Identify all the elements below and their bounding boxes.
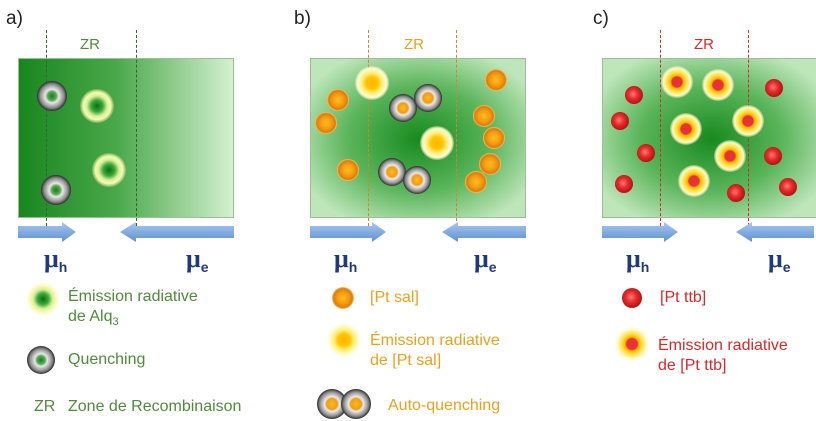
panel-b-molecules — [315, 66, 507, 194]
panel-c-molecules — [611, 66, 797, 202]
legend-quenching-text: Quenching — [68, 351, 146, 368]
pt-sal-molecule — [485, 69, 507, 91]
pt-ttb-molecule — [611, 112, 629, 130]
pt-sal-molecule — [473, 105, 495, 127]
pt-sal-molecule — [483, 127, 505, 149]
pt-ttb-emitting-molecule — [661, 66, 693, 98]
legend-alq3-emission-icon — [27, 283, 59, 315]
legend-pt-ttb-emission-text: Émission radiative de [Pt ttb] — [658, 337, 788, 374]
legend-zr-definition: Zone de Recombinaison — [68, 398, 242, 415]
panel-a-mu-e: μe — [186, 244, 209, 275]
pt-sal-emitting-molecule — [420, 126, 454, 160]
pt-ttb-molecule — [615, 175, 633, 193]
panel-a-zr-label: ZR — [80, 36, 100, 53]
legend-auto-quenching-text: Auto-quenching — [388, 397, 501, 414]
alq3-emitting-molecule — [80, 89, 114, 123]
pt-ttb-emitting-molecule — [670, 113, 702, 145]
legend-alq3-emission-text: Émission radiative de Alq3 — [68, 288, 198, 329]
pt-sal-molecule — [465, 171, 487, 193]
pt-sal-molecule — [337, 159, 359, 181]
pt-sal-emitting-molecule — [355, 66, 389, 100]
quenching-molecule — [41, 175, 71, 205]
legend-pt-sal-emission-icon — [327, 323, 361, 357]
legend-quenching-icon — [27, 346, 55, 374]
pt-ttb-molecule — [764, 147, 782, 165]
legend-pt-ttb-text: [Pt ttb] — [660, 289, 707, 306]
pt-ttb-molecule — [637, 144, 655, 162]
panel-b-label: b) — [294, 8, 311, 29]
pt-sal-auto-quenching-molecule — [378, 158, 406, 186]
panel-a-electron-arrow — [120, 222, 234, 242]
legend-pt-ttb-icon — [622, 288, 642, 308]
legend-pt-ttb-emission-icon — [615, 327, 649, 361]
panel-b-zr-label: ZR — [404, 36, 424, 53]
panel-a-zr-boundary-left — [46, 30, 47, 226]
pt-ttb-emitting-molecule — [732, 105, 764, 137]
panel-c-mu-h: μh — [626, 244, 650, 275]
panel-c-mu-e: μe — [768, 244, 791, 275]
panel-b-zr-boundary-left — [368, 30, 369, 226]
legend-auto-quenching-icon — [317, 389, 371, 419]
panel-c-zr-boundary-left — [660, 30, 661, 226]
panel-a-label: a) — [6, 8, 23, 29]
panel-a-hole-arrow — [18, 222, 76, 242]
pt-sal-auto-quenching-molecule — [414, 84, 442, 112]
quenching-molecule — [37, 81, 67, 111]
panel-b-mu-e: μe — [474, 244, 497, 275]
pt-ttb-emitting-molecule — [702, 69, 734, 101]
panel-a-mu-h: μh — [44, 244, 68, 275]
panel-b-zr-boundary-right — [456, 30, 457, 226]
pt-sal-molecule — [479, 153, 501, 175]
legend-pt-sal-icon — [332, 287, 354, 309]
pt-sal-auto-quenching-molecule — [403, 166, 431, 194]
panel-a-molecules — [37, 81, 126, 205]
panel-a-zr-boundary-right — [136, 30, 137, 226]
pt-ttb-molecule — [779, 178, 797, 196]
panel-c-electron-arrow — [736, 222, 814, 242]
panel-b-mu-h: μh — [334, 244, 358, 275]
pt-sal-auto-quenching-molecule — [389, 94, 417, 122]
alq3-emitting-molecule — [92, 153, 126, 187]
pt-ttb-molecule — [765, 79, 783, 97]
pt-sal-molecule — [315, 112, 337, 134]
legend-pt-sal-text: [Pt sal] — [370, 289, 419, 306]
pt-ttb-molecule — [727, 184, 745, 202]
pt-sal-molecule — [327, 89, 349, 111]
panel-c-hole-arrow — [602, 222, 678, 242]
pt-ttb-emitting-molecule — [678, 165, 710, 197]
panel-b-electron-arrow — [442, 222, 526, 242]
panel-c-zr-label: ZR — [694, 36, 714, 53]
panel-c-label: c) — [593, 8, 609, 29]
panel-b-hole-arrow — [310, 222, 386, 242]
legend-pt-sal-emission-text: Émission radiative de [Pt sal] — [370, 332, 500, 369]
legend-zr-abbreviation: ZR — [34, 398, 56, 415]
pt-ttb-emitting-molecule — [714, 140, 746, 172]
pt-ttb-molecule — [625, 86, 643, 104]
